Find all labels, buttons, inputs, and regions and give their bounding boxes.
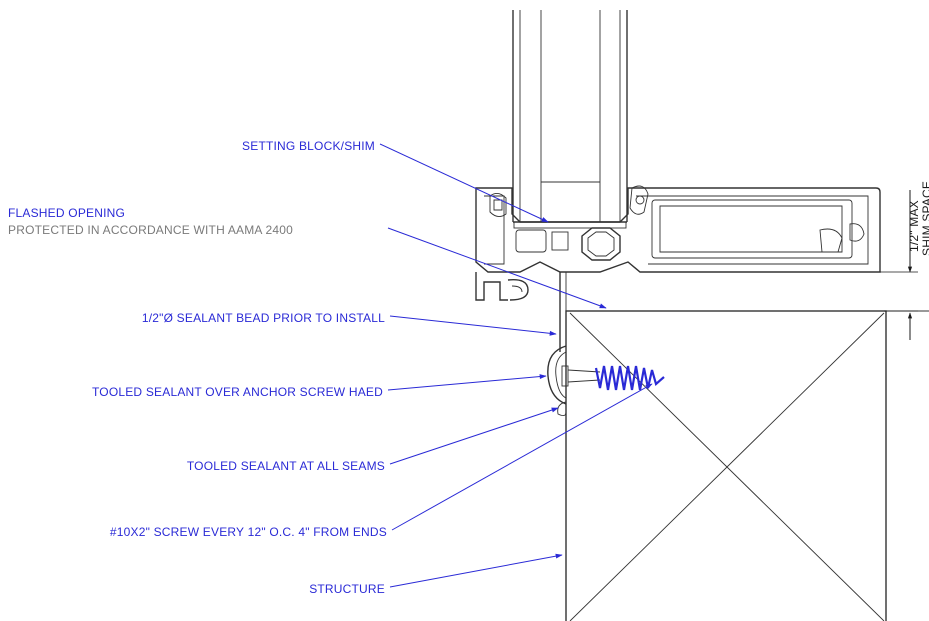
label-tooled-seams: TOOLED SEALANT AT ALL SEAMS: [187, 459, 385, 473]
dimension-label-1: 1/2" MAX: [907, 200, 921, 252]
leader-lines: [379, 143, 653, 588]
dimension-label-2: SHIM SPACE: [920, 181, 929, 256]
label-structure: STRUCTURE: [309, 582, 385, 596]
label-flashed-opening: FLASHED OPENING: [8, 206, 125, 220]
anchor-screw: [561, 365, 665, 391]
label-protected-aama: PROTECTED IN ACCORDANCE WITH AAMA 2400: [8, 223, 293, 237]
callout-labels: SETTING BLOCK/SHIM FLASHED OPENING PROTE…: [8, 139, 387, 596]
sealant-bead: [547, 345, 567, 417]
label-sealant-bead: 1/2"Ø SEALANT BEAD PRIOR TO INSTALL: [142, 311, 385, 325]
structure-block: [565, 310, 929, 621]
shim-dimension: 1/2" MAX SHIM SPACE: [880, 181, 929, 340]
label-setting-block: SETTING BLOCK/SHIM: [242, 139, 375, 153]
label-tooled-anchor: TOOLED SEALANT OVER ANCHOR SCREW HAED: [92, 385, 383, 399]
glass-unit: [512, 10, 628, 223]
frame-extrusion: [475, 185, 881, 352]
label-screw: #10X2" SCREW EVERY 12" O.C. 4" FROM ENDS: [110, 525, 387, 539]
